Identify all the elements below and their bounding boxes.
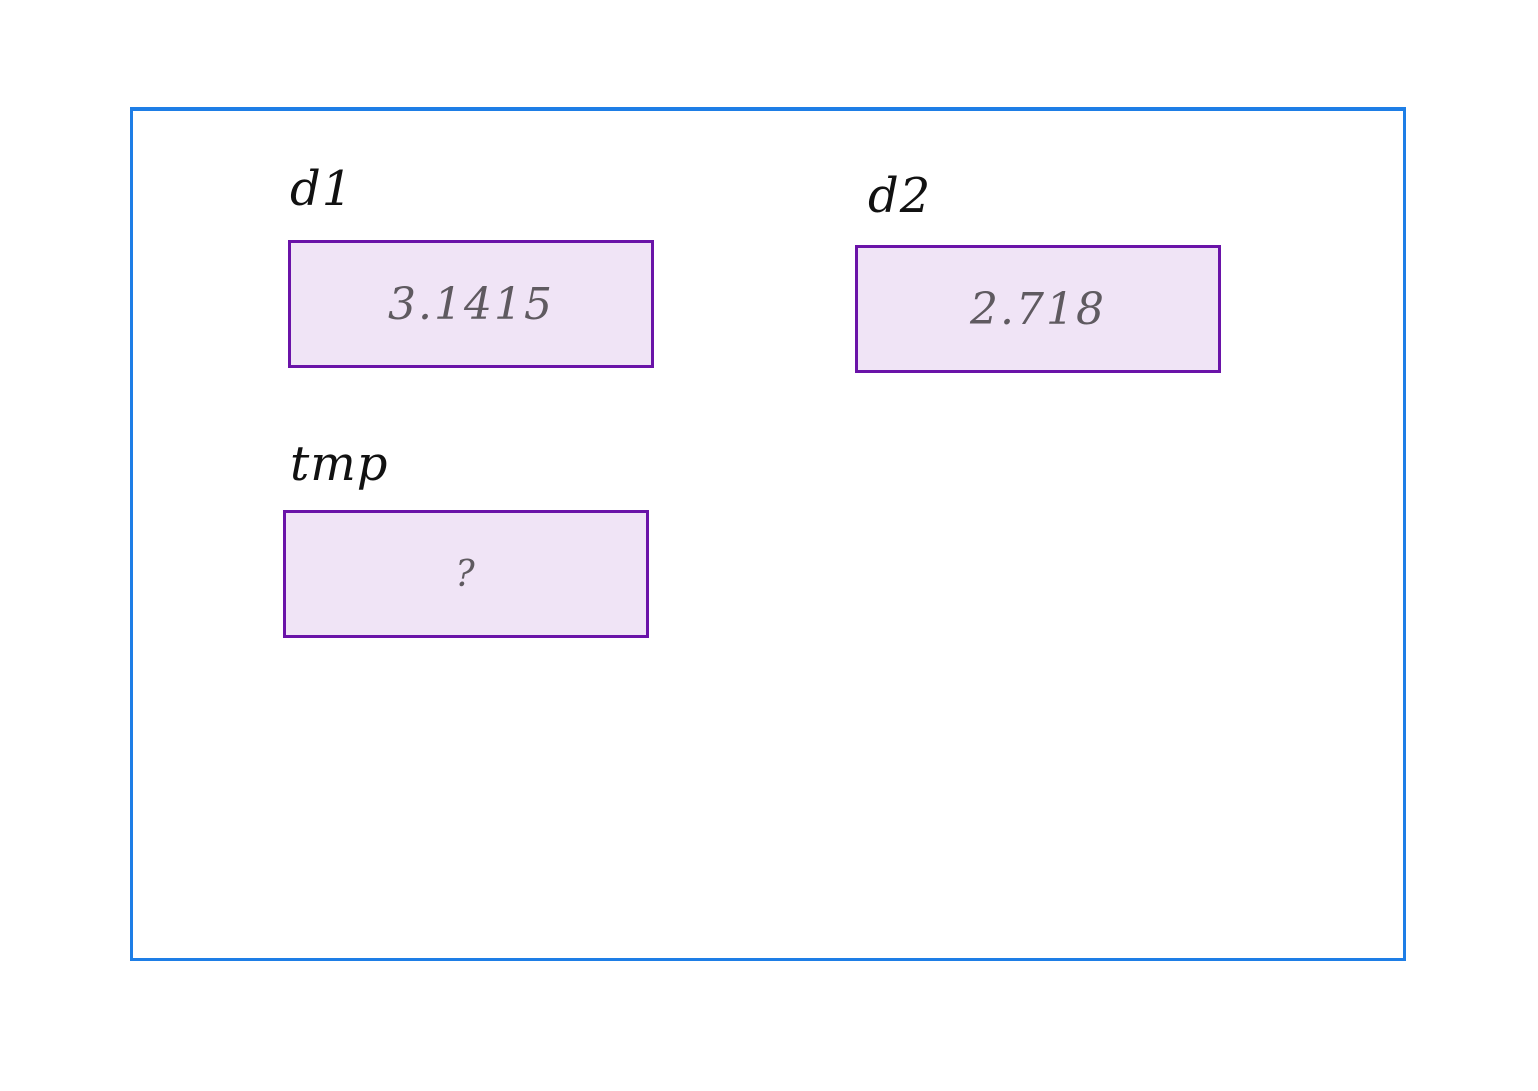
variable-value-tmp: ? bbox=[455, 553, 477, 595]
variable-label-d2: d2 bbox=[868, 168, 932, 224]
variable-box-d1: 3.1415 bbox=[288, 240, 654, 368]
variable-value-d2: 2.718 bbox=[970, 283, 1106, 335]
variable-value-d1: 3.1415 bbox=[388, 278, 554, 330]
variable-label-d1: d1 bbox=[290, 161, 354, 217]
memory-frame bbox=[130, 107, 1406, 961]
variable-box-tmp: ? bbox=[283, 510, 649, 638]
variable-label-tmp: tmp bbox=[290, 436, 389, 492]
variable-box-d2: 2.718 bbox=[855, 245, 1221, 373]
